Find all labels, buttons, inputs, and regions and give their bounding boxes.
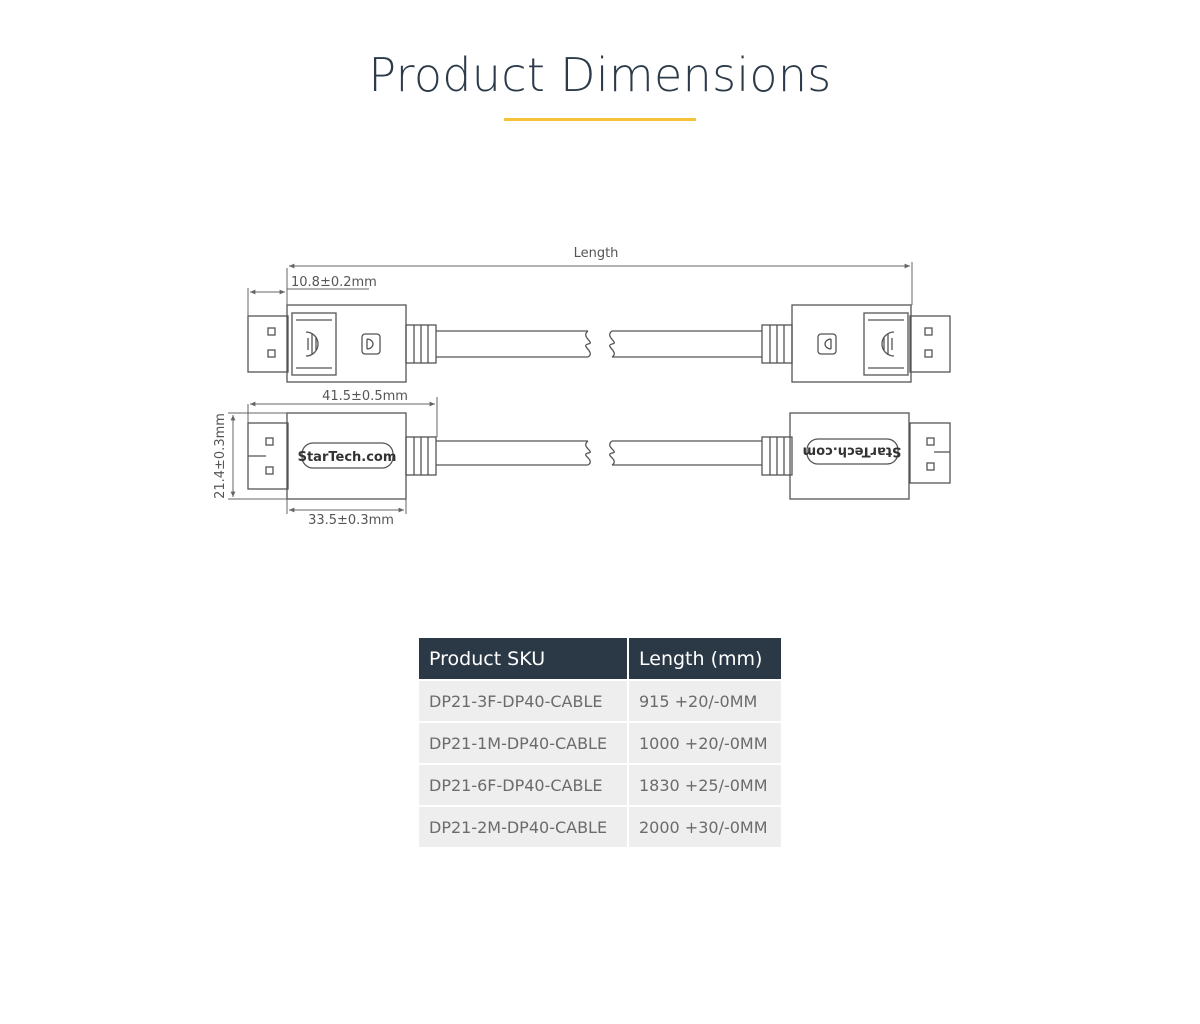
- length-cell: 1830 +25/-0MM: [629, 763, 781, 805]
- height-dimension-label: 21.4±0.3mm: [213, 413, 228, 499]
- brand-logo-left: StarTech.com: [298, 450, 397, 465]
- table-row: DP21-3F-DP40-CABLE 915 +20/-0MM: [419, 679, 781, 721]
- side-right-connector: [609, 412, 951, 500]
- table-row: DP21-6F-DP40-CABLE 1830 +25/-0MM: [419, 763, 781, 805]
- title-underline: [504, 118, 696, 121]
- table-row: DP21-2M-DP40-CABLE 2000 +30/-0MM: [419, 805, 781, 847]
- length-dimension-label: Length: [574, 246, 619, 261]
- top-left-connector: [247, 304, 591, 383]
- header-length: Length (mm): [629, 638, 781, 679]
- housing-length-dimension-label: 33.5±0.3mm: [308, 513, 394, 528]
- latch-width-dimension-label: 10.8±0.2mm: [291, 275, 377, 290]
- page-title: Product Dimensions: [368, 48, 832, 102]
- top-right-connector: [609, 304, 951, 383]
- cable-dimension-diagram: StarTech.com StarTech.com Length 10.8±0.…: [213, 246, 951, 528]
- sku-cell: DP21-1M-DP40-CABLE: [419, 721, 629, 763]
- length-cell: 915 +20/-0MM: [629, 679, 781, 721]
- side-left-connector: [247, 412, 591, 500]
- length-cell: 2000 +30/-0MM: [629, 805, 781, 847]
- body-length-dimension-label: 41.5±0.5mm: [322, 389, 408, 404]
- table-row: DP21-1M-DP40-CABLE 1000 +20/-0MM: [419, 721, 781, 763]
- sku-cell: DP21-3F-DP40-CABLE: [419, 679, 629, 721]
- sku-cell: DP21-6F-DP40-CABLE: [419, 763, 629, 805]
- sku-length-table: Product SKU Length (mm) DP21-3F-DP40-CAB…: [419, 638, 781, 847]
- length-cell: 1000 +20/-0MM: [629, 721, 781, 763]
- sku-cell: DP21-2M-DP40-CABLE: [419, 805, 629, 847]
- brand-logo-right: StarTech.com: [803, 444, 902, 459]
- table-header-row: Product SKU Length (mm): [419, 638, 781, 679]
- header-product-sku: Product SKU: [419, 638, 629, 679]
